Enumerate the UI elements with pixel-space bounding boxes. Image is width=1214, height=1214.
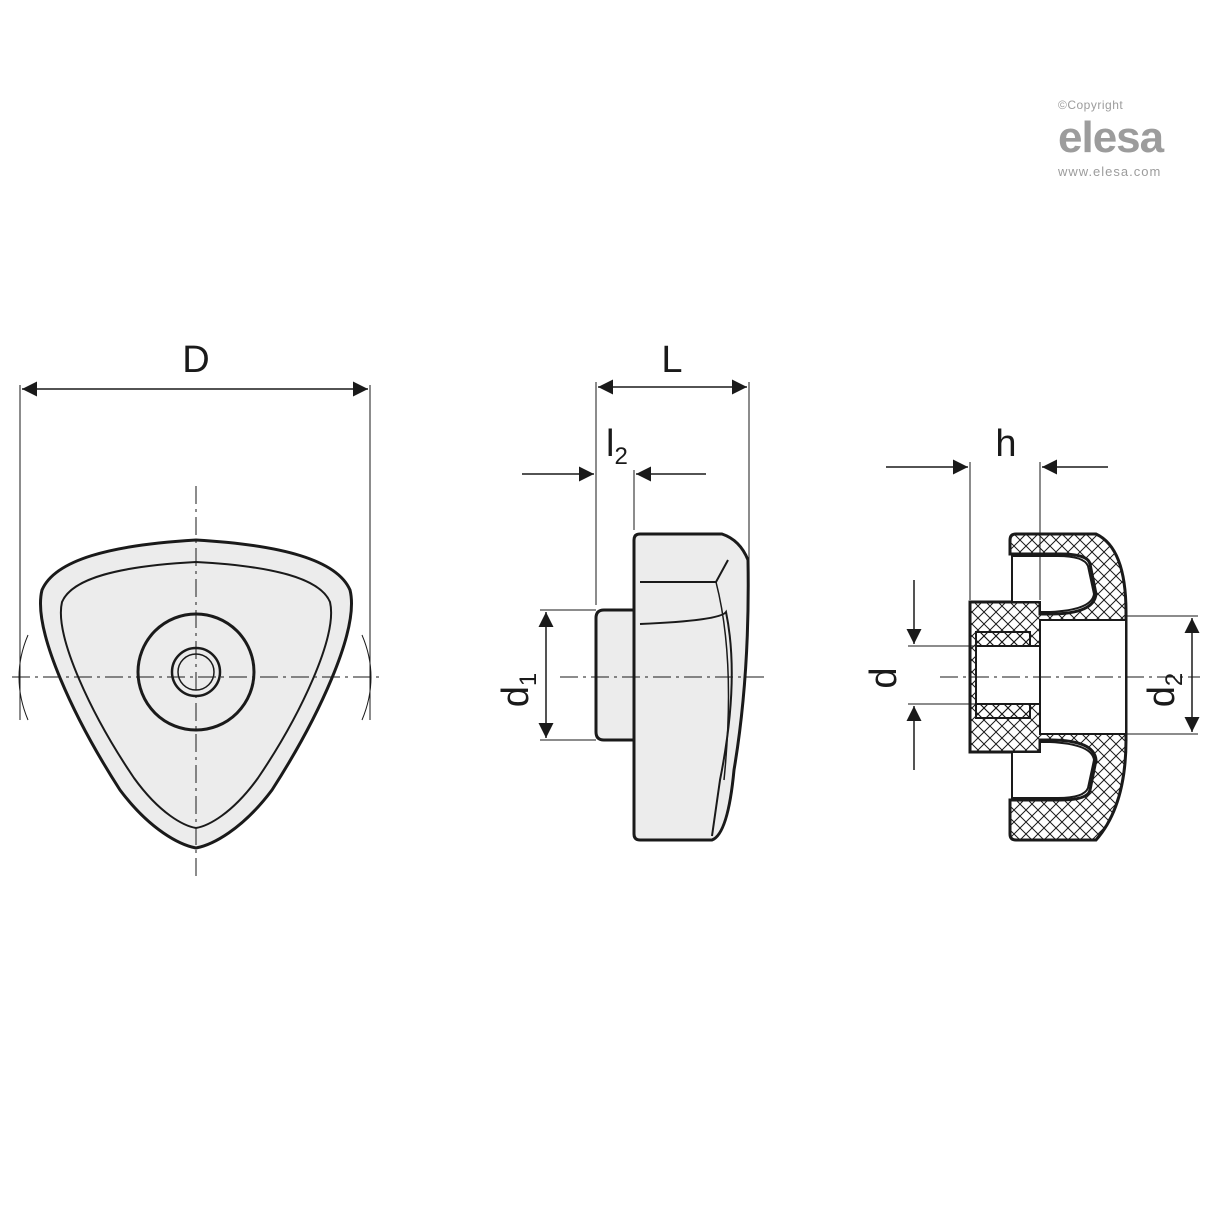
elesa-logo: elesa xyxy=(1058,113,1164,162)
label-L: L xyxy=(661,339,682,381)
cavity-bottom xyxy=(1011,741,1096,799)
label-d1: d1 xyxy=(495,673,542,708)
insert-top xyxy=(975,631,1031,647)
D-arc-right xyxy=(361,634,372,721)
side-bevel-right xyxy=(715,581,730,781)
insert-bottom xyxy=(975,703,1031,719)
section-view xyxy=(886,459,1200,842)
label-d: d xyxy=(863,667,905,688)
elesa-url: www.elesa.com xyxy=(1058,164,1162,179)
copyright-text: ©Copyright xyxy=(1058,98,1124,112)
bore-d2 xyxy=(1039,619,1127,735)
front-view xyxy=(12,381,384,876)
D-arc-left xyxy=(18,634,29,721)
side-view xyxy=(522,379,766,842)
label-d2: d2 xyxy=(1141,673,1188,708)
side-body xyxy=(632,532,750,842)
label-l2: l2 xyxy=(606,423,628,470)
spigot xyxy=(594,608,638,742)
label-h: h xyxy=(995,423,1016,465)
elesa-watermark: ©Copyright elesa www.elesa.com xyxy=(1058,98,1208,179)
insert-bore xyxy=(975,645,1041,705)
cavity-top xyxy=(1011,555,1096,613)
label-D: D xyxy=(182,339,209,381)
